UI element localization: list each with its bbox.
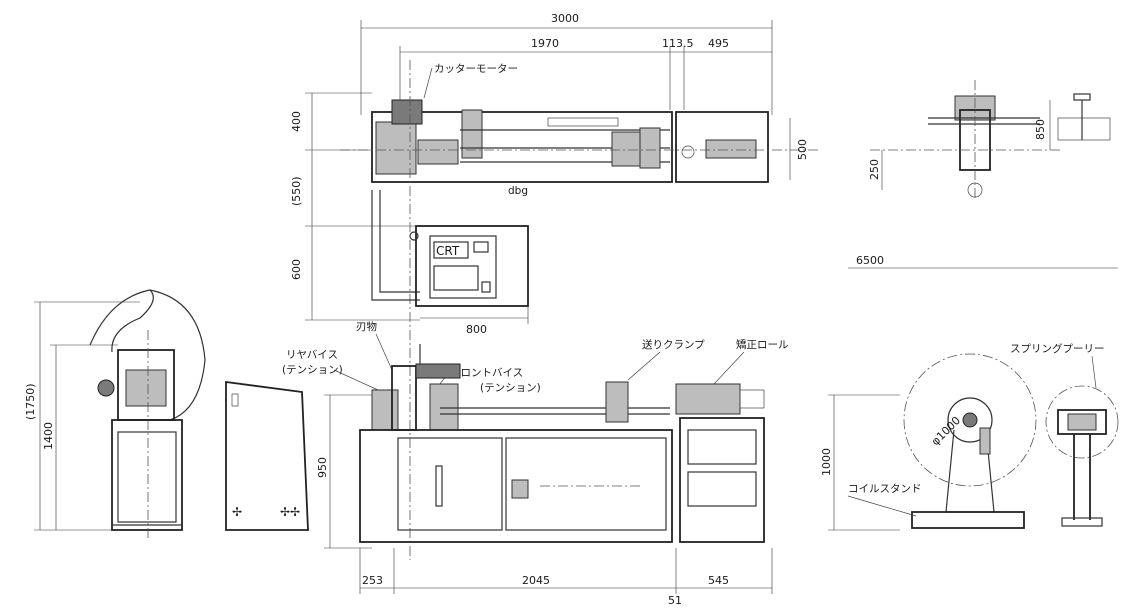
small-label-dbg: dbg	[508, 185, 528, 197]
dim-250: 250	[868, 159, 881, 180]
dim-1000: 1000	[820, 448, 833, 476]
dim-600: 600	[290, 259, 303, 280]
dim-1400: 1400	[42, 422, 55, 450]
panel-crt-label: CRT	[436, 244, 460, 258]
dim-545: 545	[708, 574, 729, 587]
dim-400: 400	[290, 111, 303, 132]
dim-6500: 6500	[856, 254, 884, 267]
label-rear-vise: リヤバイス	[286, 349, 338, 361]
right-top-view: 850 250 6500	[848, 80, 1118, 269]
coil-stand: φ1000 スプリングプーリー コイルスタンド	[847, 342, 1119, 529]
dim-3000: 3000	[551, 12, 579, 25]
dim-253: 253	[362, 574, 383, 587]
label-blade: 刃物	[356, 320, 377, 333]
dim-1750: (1750)	[24, 383, 37, 420]
dim-500: 500	[796, 139, 809, 160]
label-spring-pulley: スプリングプーリー	[1010, 342, 1105, 355]
label-coil-stand: コイルスタンド	[848, 483, 922, 495]
dim-113-5: 113.5	[662, 37, 694, 50]
label-straightening-roll: 矯正ロール	[736, 338, 789, 351]
plan-view: 3000 1970 113.5 495 カッターモーター 400 (550) 6…	[290, 12, 820, 560]
door-mark: ✢	[232, 505, 242, 519]
front-elevation: 刃物 リヤバイス (テンション) フロントバイス (テンション) 送りクランプ …	[282, 320, 900, 607]
dim-495: 495	[708, 37, 729, 50]
dim-51: 51	[668, 594, 682, 607]
dim-950: 950	[316, 457, 329, 478]
dim-2045: 2045	[522, 574, 550, 587]
dim-800: 800	[466, 323, 487, 336]
label-rear-vise-tension: (テンション)	[282, 364, 343, 376]
dim-850: 850	[1034, 119, 1047, 140]
label-feed-clamp: 送りクランプ	[642, 338, 705, 351]
label-front-vise: フロントバイス	[450, 367, 523, 379]
door-marks: ✢✢	[280, 505, 300, 519]
label-coil-diameter: φ1000	[929, 414, 963, 448]
dim-1970: 1970	[531, 37, 559, 50]
label-cutter-motor: カッターモーター	[434, 63, 518, 75]
dim-550: (550)	[290, 176, 303, 206]
label-front-vise-tension: (テンション)	[480, 382, 541, 394]
left-side-view: (1750) 1400 ✢✢ ✢	[24, 289, 309, 540]
